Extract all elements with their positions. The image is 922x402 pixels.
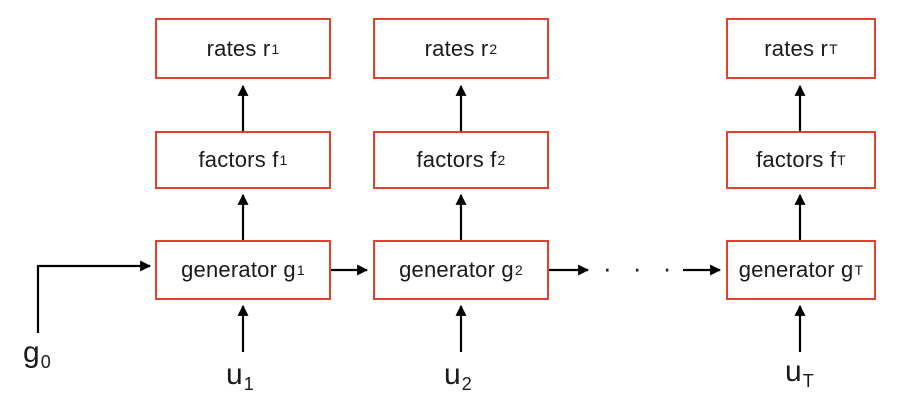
input-sub-2: 2 xyxy=(461,374,472,394)
factors-label-2: factors f xyxy=(416,147,497,172)
rates-label-1: rates r xyxy=(206,35,271,61)
factors-label-T: factors f xyxy=(756,147,837,172)
ellipsis: · · · xyxy=(603,253,679,283)
arrow-g0-to-generator-1 xyxy=(36,260,152,333)
generator-sub-T: T xyxy=(854,262,864,278)
rates-sub-T: T xyxy=(828,40,838,57)
input-u-T: u xyxy=(785,355,802,388)
generator-label-2: generator g xyxy=(399,257,514,282)
input-sub-T: T xyxy=(802,371,814,391)
rates-sub-2: 2 xyxy=(489,40,498,57)
input-label-T: uT xyxy=(785,355,814,391)
generator-label-T: generator g xyxy=(738,257,854,282)
rates-label-2: rates r xyxy=(424,35,489,61)
rates-label-T: rates r xyxy=(764,35,828,61)
generator-sub-2: 2 xyxy=(514,262,523,278)
factors-sub-2: 2 xyxy=(497,152,506,168)
rates-sub-1: 1 xyxy=(271,40,280,57)
factors-sub-T: T xyxy=(837,152,846,168)
factors-label-1: factors f xyxy=(198,147,279,172)
generator-label-1: generator g xyxy=(181,257,296,282)
initial-state-sub: 0 xyxy=(40,352,51,372)
initial-state-label: g0 xyxy=(23,336,51,372)
generator-sub-1: 1 xyxy=(296,262,305,278)
factors-sub-1: 1 xyxy=(279,152,288,168)
initial-state-g: g xyxy=(23,336,40,369)
input-sub-1: 1 xyxy=(243,374,254,394)
input-label-2: u2 xyxy=(444,358,472,394)
input-label-1: u1 xyxy=(226,358,254,394)
input-u-1: u xyxy=(226,358,243,391)
input-u-2: u xyxy=(444,358,461,391)
